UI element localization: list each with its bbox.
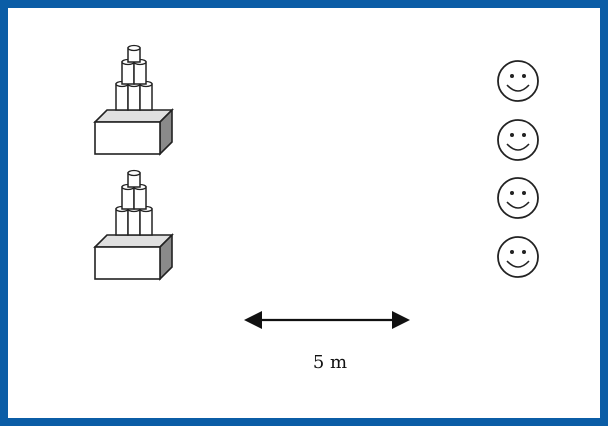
smiley-face-icon-3 <box>497 177 539 219</box>
can-stack-icon-1 <box>94 44 173 155</box>
double-arrow-icon <box>244 311 410 329</box>
smiley-face-icon-2 <box>497 119 539 161</box>
smiley-face-icon-1 <box>497 60 539 102</box>
can-stack-icon-2 <box>94 169 173 280</box>
smiley-face-icon-4 <box>497 236 539 278</box>
distance-label: 5 m <box>312 352 348 373</box>
